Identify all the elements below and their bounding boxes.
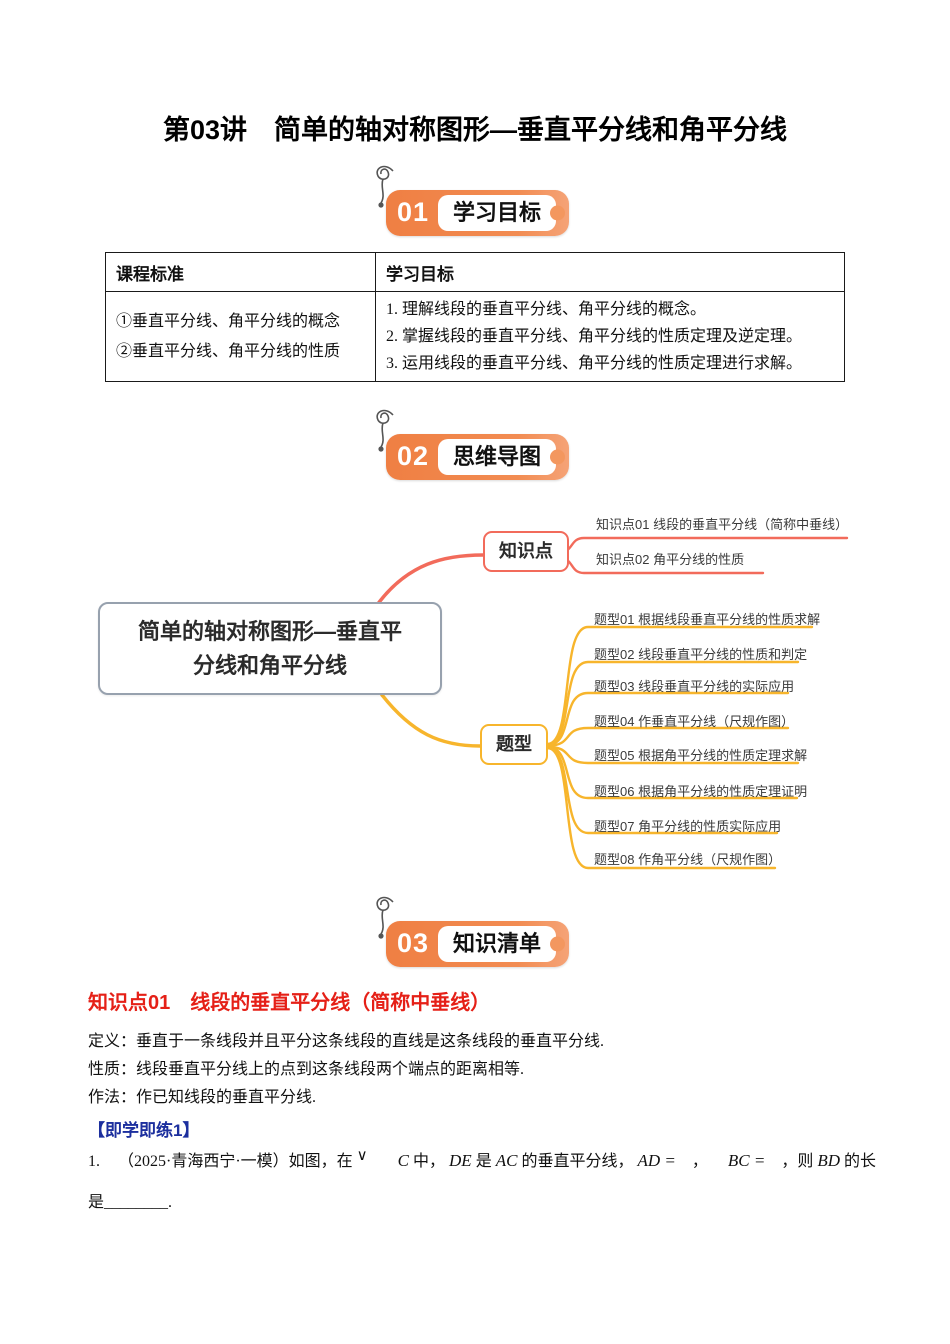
mindmap-node-knowledge: 知识点: [483, 531, 569, 573]
mindmap-leaf: 题型07 角平分线的性质实际应用: [594, 819, 782, 834]
badge-label: 知识清单: [438, 926, 557, 962]
section-badge-01: 01 学习目标: [376, 165, 570, 236]
math-BD: BD: [817, 1151, 840, 1170]
mindmap-leaf: 知识点02 角平分线的性质: [596, 552, 745, 567]
mindmap-leaf: 题型01 根据线段垂直平分线的性质求解: [594, 612, 821, 627]
badge-body: 03 知识清单: [386, 921, 570, 967]
table-header-row: 课程标准 学习目标: [105, 252, 845, 292]
child-line-t1: [546, 625, 814, 746]
badge-label: 学习目标: [438, 195, 557, 231]
child-line-t5: [546, 745, 800, 765]
squiggle-pin-icon: [376, 165, 394, 208]
table-body-row: ①垂直平分线、角平分线的概念 ②垂直平分线、角平分线的性质 1. 理解线段的垂直…: [105, 291, 845, 382]
property-line: 性质：线段垂直平分线上的点到这条线段两个端点的距离相等.: [88, 1061, 525, 1078]
definition-line: 定义：垂直于一条线段并且平分这条线段的直线是这条线段的垂直平分线.: [88, 1033, 605, 1050]
math-DE: DE: [449, 1151, 472, 1170]
mindmap-node-types: 题型: [480, 724, 548, 766]
badge-body: 02 思维导图: [386, 434, 570, 480]
badge-label: 思维导图: [438, 439, 557, 475]
child-line-t8: [546, 746, 777, 870]
mindmap-leaf: 题型02 线段垂直平分线的性质和判定: [594, 647, 808, 662]
standards-cell: ①垂直平分线、角平分线的概念 ②垂直平分线、角平分线的性质: [105, 291, 376, 382]
goal-item: 3. 运用线段的垂直平分线、角平分线的性质定理进行求解。: [386, 355, 803, 372]
child-line-t4: [546, 726, 790, 748]
section-badge-03: 03 知识清单: [376, 896, 570, 967]
badge-body: 01 学习目标: [386, 190, 570, 236]
header-curriculum-standard: 课程标准: [105, 252, 376, 292]
goal-item: 1. 理解线段的垂直平分线、角平分线的概念。: [386, 301, 707, 318]
mindmap-connector-lines: [375, 536, 849, 870]
goals-cell: 1. 理解线段的垂直平分线、角平分线的概念。 2. 掌握线段的垂直平分线、角平分…: [375, 291, 845, 382]
squiggle-pin-icon: [376, 896, 394, 939]
goal-item: 2. 掌握线段的垂直平分线、角平分线的性质定理及逆定理。: [386, 328, 803, 345]
knowledge-point-heading: 知识点01 线段的垂直平分线（简称中垂线）: [88, 992, 491, 1014]
child-line-t3: [546, 691, 790, 747]
page-title: 第03讲 简单的轴对称图形—垂直平分线和角平分线: [162, 115, 788, 145]
mindmap-leaf: 题型08 作角平分线（尺规作图）: [594, 852, 782, 867]
standard-item: ②垂直平分线、角平分线的性质: [116, 342, 341, 360]
child-line-t2: [546, 660, 800, 747]
mindmap-leaf: 题型06 根据角平分线的性质定理证明: [594, 784, 808, 799]
math-C: C: [397, 1151, 409, 1170]
mindmap-leaf: 题型03 线段垂直平分线的实际应用: [594, 679, 795, 694]
problem-text: （2025·青海西宁·一模）如图，在: [118, 1153, 353, 1170]
badge-number: 03: [397, 928, 430, 959]
problem-text: 的长: [844, 1153, 877, 1170]
problem-text: ，则: [781, 1153, 814, 1170]
branch-line-knowledge: [375, 553, 485, 607]
child-line-k1: [558, 536, 849, 555]
header-learning-goal: 学习目标: [375, 252, 845, 292]
mindmap-leaf: 题型04 作垂直平分线（尺规作图）: [594, 714, 795, 729]
badge-number: 01: [397, 197, 430, 228]
squiggle-pin-icon: [376, 409, 394, 452]
method-line: 作法：作已知线段的垂直平分线.: [88, 1089, 317, 1106]
mindmap-root-node: 简单的轴对称图形—垂直平分线和角平分线: [98, 602, 442, 695]
badge-number: 02: [397, 441, 430, 472]
problem-text: 的垂直平分线，: [521, 1153, 634, 1170]
knowledge-point-body: 定义：垂直于一条线段并且平分这条线段的直线是这条线段的垂直平分线. 性质：线段垂…: [88, 1028, 604, 1112]
problem-text: ，: [691, 1153, 708, 1170]
mindmap: 简单的轴对称图形—垂直平分线和角平分线 知识点 题型 知识点01 线段的垂直平分…: [0, 495, 950, 900]
mindmap-leaf: 题型05 根据角平分线的性质定理求解: [594, 748, 808, 763]
section-badge-02: 02 思维导图: [376, 409, 570, 480]
math-AC: AC: [495, 1151, 518, 1170]
math-AD: AD =: [637, 1151, 676, 1170]
child-line-t6: [546, 745, 799, 800]
objectives-table: 课程标准 学习目标 ①垂直平分线、角平分线的概念 ②垂直平分线、角平分线的性质 …: [105, 252, 845, 382]
triangle-symbol: ∨: [356, 1148, 368, 1164]
problem-number: 1.: [88, 1153, 100, 1170]
standard-item: ①垂直平分线、角平分线的概念: [116, 312, 341, 330]
mindmap-leaf: 知识点01 线段的垂直平分线（简称中垂线）: [596, 517, 849, 532]
practice-label: 【即学即练1】: [88, 1121, 200, 1140]
branch-line-types: [380, 693, 482, 748]
math-BC: BC =: [727, 1151, 766, 1170]
problem-text: 中，: [413, 1153, 446, 1170]
problem-line-2: 是________.: [88, 1194, 173, 1211]
problem-text: 是: [475, 1153, 492, 1170]
